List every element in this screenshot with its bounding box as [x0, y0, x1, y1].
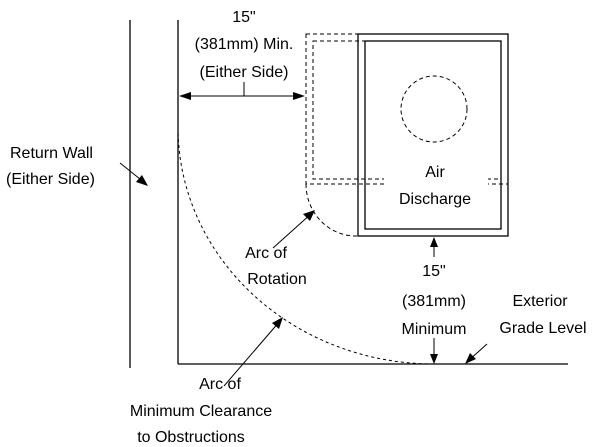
arc-rotation-label-2: Rotation: [247, 271, 307, 288]
return-wall-label-1: Return Wall: [10, 145, 93, 162]
exterior-grade-label-1: Exterior: [512, 293, 568, 310]
bottom-clearance-label-1: 15": [422, 263, 445, 280]
arc-min-clearance-label-2: Minimum Clearance: [130, 403, 272, 420]
side-clearance-label-3: (Either Side): [200, 64, 289, 81]
arc-rotation-arrowhead: [303, 210, 315, 221]
side-clearance-arrow-right: [293, 92, 305, 100]
side-clearance-label-1: 15": [232, 9, 255, 26]
arc-of-rotation: [305, 183, 359, 237]
fan-circle: [400, 75, 468, 143]
bottom-clearance-label-3: Minimum: [402, 321, 467, 338]
unit-rotated-outline-inner: [312, 40, 502, 180]
air-discharge-label-2: Discharge: [399, 191, 471, 208]
arc-rotation-label-1: Arc of: [245, 245, 287, 262]
bottom-clearance-arrow-up: [430, 237, 438, 247]
exterior-grade-label-2: Grade Level: [499, 320, 586, 337]
unit-outline-inner: [364, 40, 502, 230]
arc-min-clearance-arrowhead: [272, 317, 283, 329]
arc-rotation-leader: [272, 212, 313, 249]
bottom-clearance-label-2: (381mm): [402, 293, 466, 310]
grade-level-arrowhead: [465, 353, 476, 364]
arc-min-clearance-label-1: Arc of: [199, 376, 241, 393]
air-discharge-label-1: Air: [425, 164, 445, 181]
arc-min-clearance-label-3: to Obstructions: [137, 429, 245, 446]
arc-minimum-clearance: [177, 126, 435, 365]
side-clearance-arrow-left: [179, 92, 191, 100]
side-clearance-label-2: (381mm) Min.: [195, 36, 294, 53]
return-wall-label-2: (Either Side): [6, 171, 95, 188]
bottom-clearance-arrow-down: [430, 354, 438, 364]
arc-min-clearance-leader: [223, 320, 281, 387]
unit-outline-outer: [357, 33, 509, 237]
return-wall-arrowhead: [136, 175, 148, 186]
